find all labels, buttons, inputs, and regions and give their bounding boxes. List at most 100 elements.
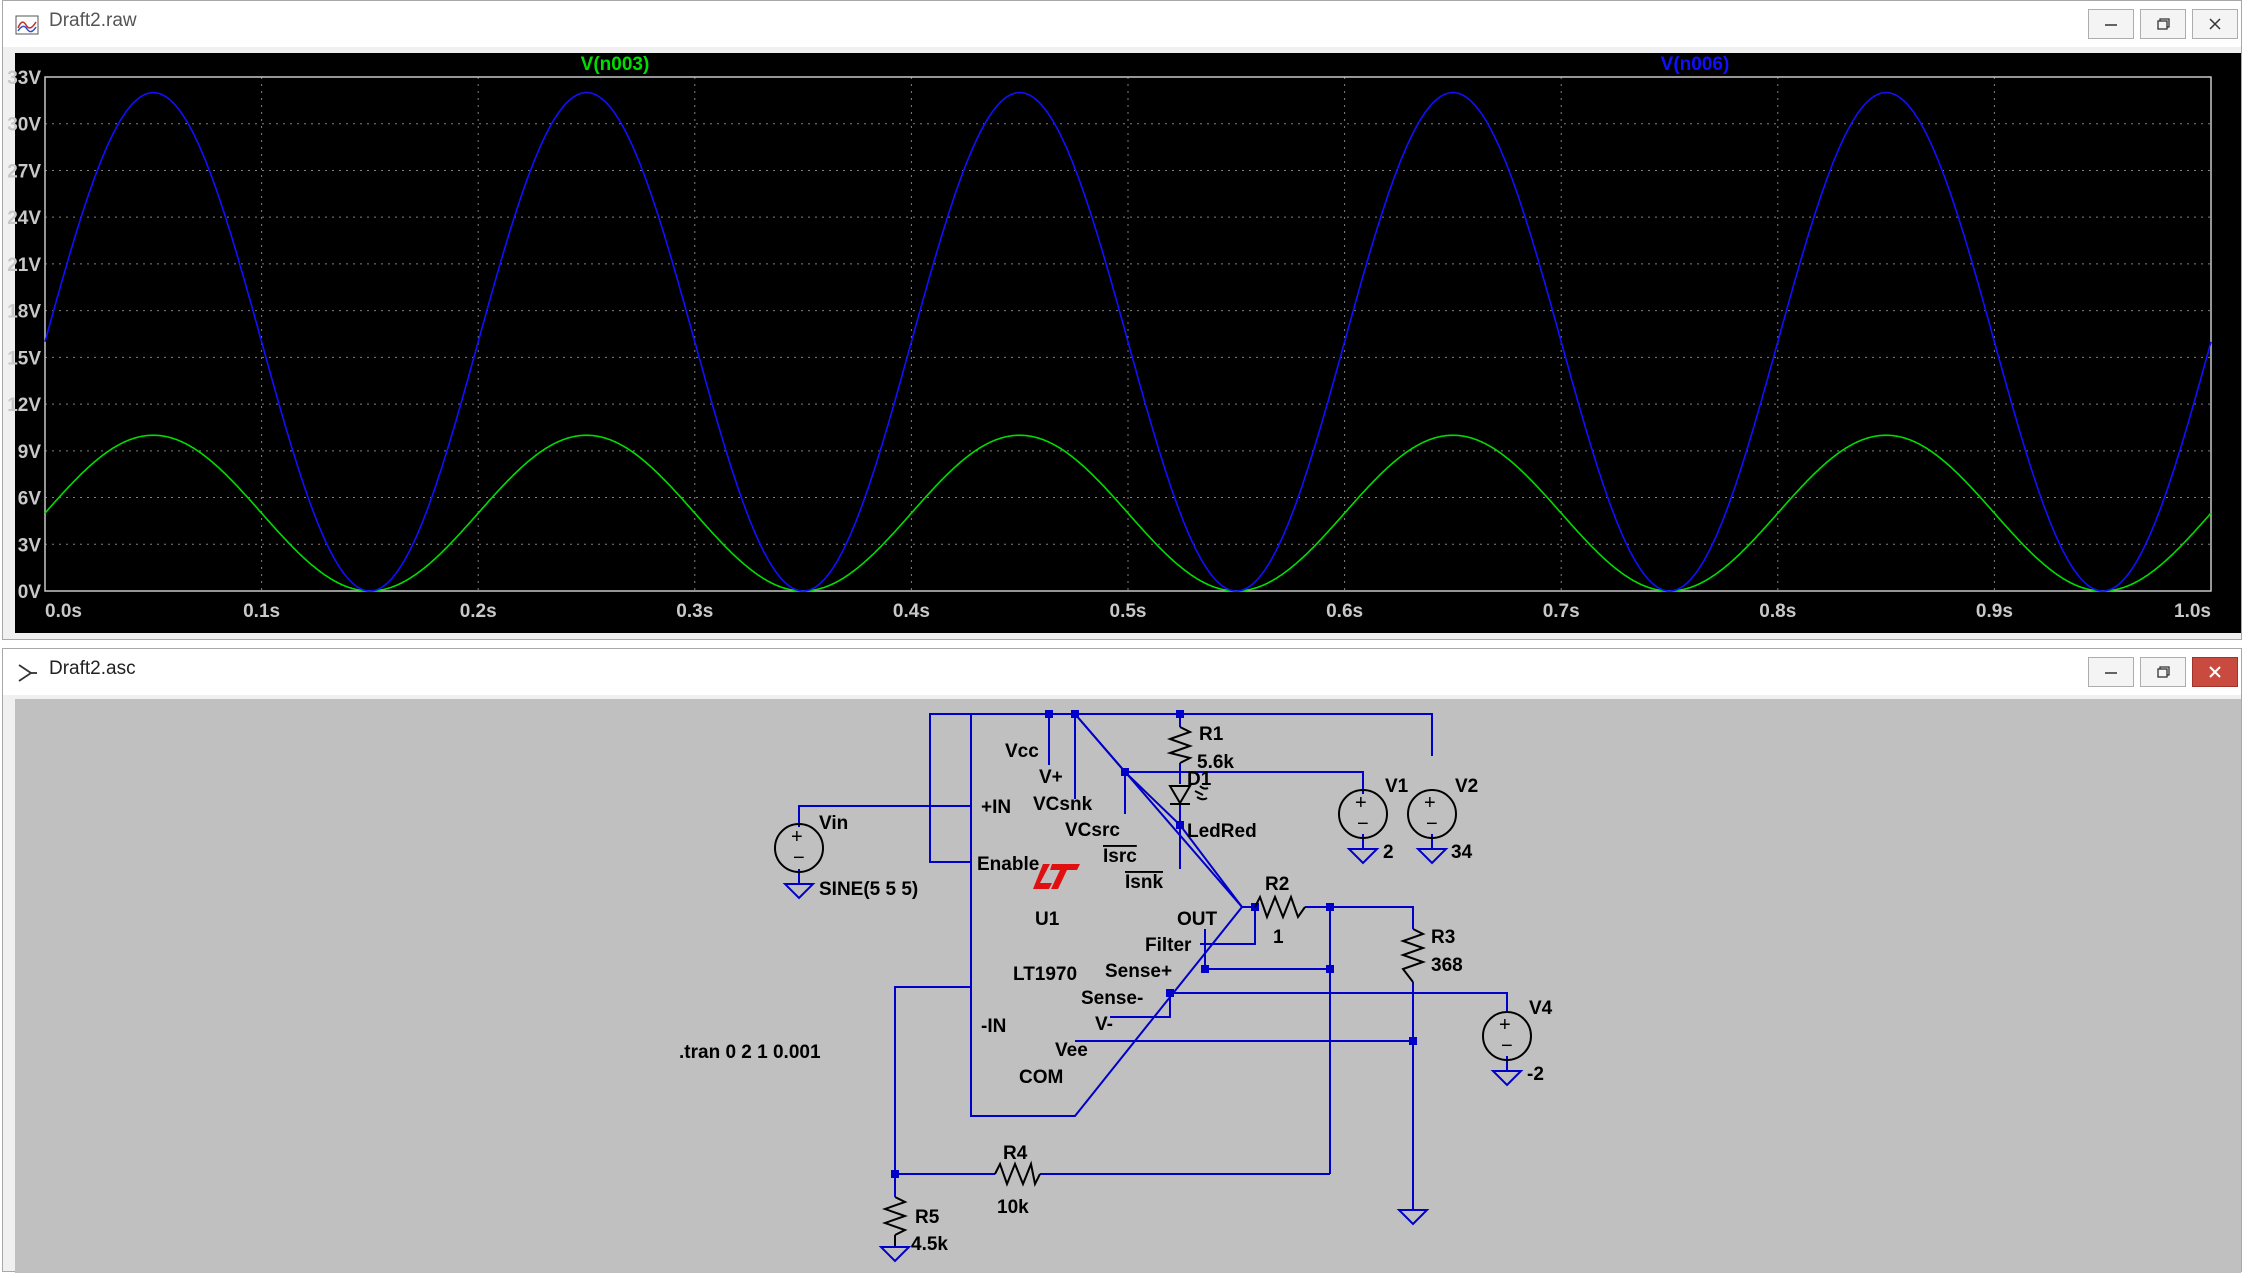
schematic-titlebar[interactable]: Draft2.asc <box>3 649 2241 695</box>
y-tick-label: 18V <box>7 302 41 323</box>
r2-name[interactable]: R2 <box>1265 874 1289 895</box>
svg-text:+: + <box>791 826 803 848</box>
x-tick-label: 0.6s <box>1326 601 1363 622</box>
pin-vcsnk: VCsnk <box>1033 794 1093 815</box>
v4-value[interactable]: -2 <box>1527 1064 1544 1085</box>
opamp-part-label: LT1970 <box>1013 964 1077 985</box>
svg-text:−: − <box>793 847 805 869</box>
pin-out: OUT <box>1177 909 1218 930</box>
series-line <box>44 91 2212 592</box>
pin-sense-minus: Sense- <box>1081 988 1143 1009</box>
waveform-window-title: Draft2.raw <box>49 10 137 31</box>
svg-text:+: + <box>1424 792 1436 814</box>
plot-frame <box>44 76 2212 592</box>
v1-value[interactable]: 2 <box>1383 842 1394 863</box>
pin-isrc: Isrc <box>1103 846 1137 867</box>
pin-filter: Filter <box>1145 935 1192 956</box>
svg-text:−: − <box>1357 813 1369 835</box>
schematic-window-icon <box>15 661 39 685</box>
pin-sense-plus: Sense+ <box>1105 961 1172 982</box>
v1-name[interactable]: V1 <box>1385 776 1409 797</box>
r4-value[interactable]: 10k <box>997 1197 1029 1218</box>
close-icon <box>2209 666 2221 678</box>
r2-value[interactable]: 1 <box>1273 927 1284 948</box>
y-tick-label: 33V <box>7 68 41 89</box>
led-symbol <box>1168 785 1209 805</box>
svg-text:−: − <box>1426 813 1438 835</box>
r1-name[interactable]: R1 <box>1199 724 1224 745</box>
x-tick-label: 0.8s <box>1759 601 1796 622</box>
voltage-sources <box>774 789 1532 1061</box>
d1-value[interactable]: LedRed <box>1187 821 1257 842</box>
r5-value[interactable]: 4.5k <box>911 1234 948 1255</box>
r5-name[interactable]: R5 <box>915 1207 940 1228</box>
restore-button[interactable] <box>2140 9 2186 39</box>
legend-entry: V(n006) <box>1661 54 1730 75</box>
y-tick-label: 15V <box>7 348 41 369</box>
v4-name[interactable]: V4 <box>1529 998 1553 1019</box>
pin-minus-in: -IN <box>981 1016 1006 1037</box>
y-tick-label: 30V <box>7 115 41 136</box>
svg-text:+: + <box>1355 792 1367 814</box>
component-labels: R1 5.6k D1 LedRed V1 2 V2 34 Vin SINE(5 … <box>679 724 1553 1255</box>
r3-name[interactable]: R3 <box>1431 927 1455 948</box>
x-tick-label: 0.0s <box>45 601 82 622</box>
minimize-icon <box>2105 24 2117 26</box>
y-tick-label: 9V <box>18 442 42 463</box>
x-tick-label: 0.4s <box>893 601 930 622</box>
vin-name[interactable]: Vin <box>819 813 848 834</box>
source-polarity-marks: +− +− +− +− <box>791 792 1513 1057</box>
restore-icon <box>2157 666 2170 678</box>
pin-vee: Vee <box>1055 1040 1088 1061</box>
schematic-restore-button[interactable] <box>2140 657 2186 687</box>
series-line <box>44 434 2212 592</box>
pin-com: COM <box>1019 1067 1063 1088</box>
y-tick-label: 27V <box>7 161 41 182</box>
lt-logo-icon <box>1033 864 1080 889</box>
svg-text:−: − <box>1501 1035 1513 1057</box>
lt1970-symbol[interactable] <box>970 713 1244 1117</box>
legend-entry: V(n003) <box>581 54 650 75</box>
pin-vminus: V- <box>1095 1014 1113 1035</box>
resistor-symbols <box>881 726 1427 1247</box>
y-tick-label: 6V <box>18 489 42 510</box>
x-tick-label: 0.2s <box>460 601 497 622</box>
schematic-close-button[interactable] <box>2192 657 2238 687</box>
d1-name[interactable]: D1 <box>1187 769 1212 790</box>
pin-isnk: Isnk <box>1125 872 1163 893</box>
v2-value[interactable]: 34 <box>1451 842 1473 863</box>
y-tick-label: 3V <box>18 535 42 556</box>
minimize-icon <box>2105 672 2117 674</box>
spice-directive[interactable]: .tran 0 2 1 0.001 <box>679 1042 821 1063</box>
vin-value[interactable]: SINE(5 5 5) <box>819 879 918 900</box>
pin-vplus: V+ <box>1039 767 1063 788</box>
svg-text:+: + <box>1499 1014 1511 1036</box>
r1-value[interactable]: 5.6k <box>1197 752 1234 773</box>
close-button[interactable] <box>2192 9 2238 39</box>
waveform-titlebar[interactable]: Draft2.raw <box>3 1 2241 47</box>
restore-icon <box>2157 18 2170 30</box>
minimize-button[interactable] <box>2088 9 2134 39</box>
y-tick-label: 21V <box>7 255 41 276</box>
close-icon <box>2209 18 2221 30</box>
x-tick-label: 0.7s <box>1543 601 1580 622</box>
y-tick-label: 12V <box>7 395 41 416</box>
x-tick-label: 0.9s <box>1976 601 2013 622</box>
schematic-canvas[interactable]: +− +− +− +− Vcc V+ <box>15 699 2241 1273</box>
y-tick-label: 24V <box>7 208 41 229</box>
r4-name[interactable]: R4 <box>1003 1143 1028 1164</box>
opamp-ref-label: U1 <box>1035 909 1060 930</box>
pin-labels: Vcc V+ VCsnk VCsrc Isrc Isnk +IN Enable … <box>977 741 1218 1088</box>
v2-name[interactable]: V2 <box>1455 776 1478 797</box>
x-tick-label: 0.1s <box>243 601 280 622</box>
schematic-window: Draft2.asc <box>2 648 2242 1273</box>
schematic-minimize-button[interactable] <box>2088 657 2134 687</box>
ground-symbols <box>782 848 1524 1263</box>
schematic-drawing[interactable]: +− +− +− +− Vcc V+ <box>15 699 2241 1273</box>
x-tick-label: 0.3s <box>676 601 713 622</box>
schematic-window-title: Draft2.asc <box>49 658 136 679</box>
r3-value[interactable]: 368 <box>1431 955 1463 976</box>
